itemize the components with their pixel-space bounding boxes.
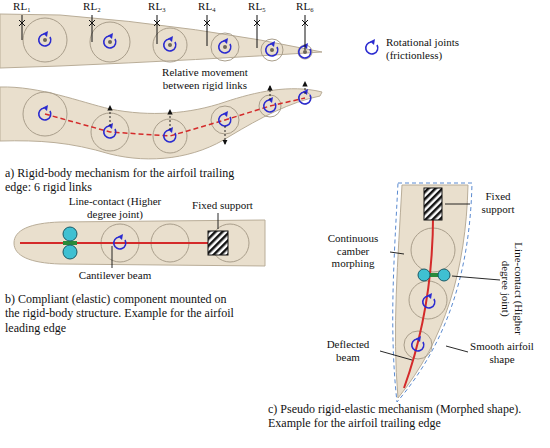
annotation: Relative movement between rigid links (150, 66, 260, 91)
link-label: RL₁ (7, 0, 37, 13)
leading-edge-airfoil (14, 213, 265, 268)
link-label: RL₃ (142, 0, 172, 13)
annotation: Cantilever beam (60, 269, 170, 282)
panel-caption: b) Compliant (elastic) component mounted… (5, 292, 235, 335)
link-label: RL₆ (290, 0, 320, 13)
annotation: Fixed support (185, 199, 260, 212)
annotation: Smooth airfoil shape (470, 340, 534, 365)
legend-text: Rotational joints (frictionless) (386, 36, 481, 61)
panel-caption: c) Pseudo rigid-elastic mechanism (Morph… (268, 402, 543, 431)
morphed-trailing-edge (380, 183, 500, 402)
rigid-airfoil (0, 14, 322, 68)
link-label: RL₄ (192, 0, 222, 13)
morphed-airfoil (0, 82, 322, 159)
link-label: RL₂ (77, 0, 107, 13)
annotation: Continuous camber morphing (318, 232, 388, 270)
annotation: Fixed support (472, 190, 524, 215)
annotation: Line-contact (Higher degree joint) (55, 195, 175, 220)
annotation: Deflected beam (318, 338, 378, 363)
link-label: RL₅ (242, 0, 272, 13)
annotation: Line-contact (Higher degree joint) (499, 229, 524, 349)
panel-caption: a) Rigid-body mechanism for the airfoil … (5, 166, 235, 195)
